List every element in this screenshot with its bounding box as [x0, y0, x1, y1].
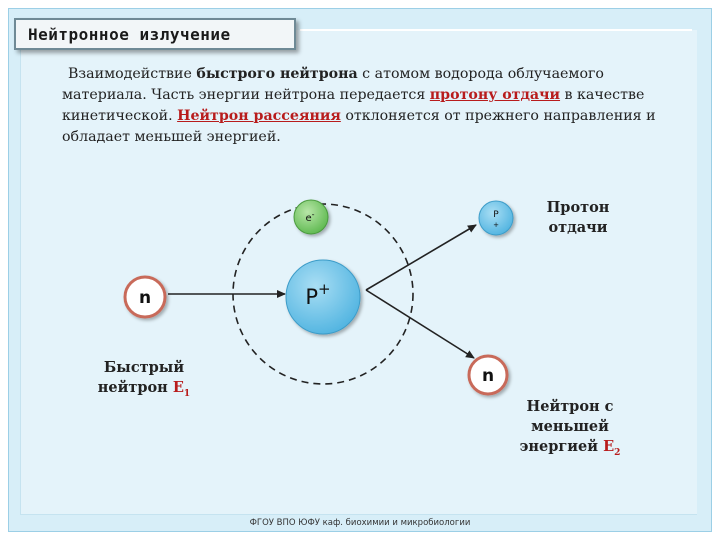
nucleus-label: P+	[305, 280, 330, 309]
description-paragraph: Взаимодействие быстрого нейтрона с атомо…	[62, 64, 682, 148]
recoil-proton-arrow	[365, 224, 477, 291]
paragraph-recoil-proton: протону отдачи	[429, 87, 561, 103]
recoil-proton-symbol: P	[493, 210, 499, 220]
scattered-neutron	[467, 354, 509, 396]
scattered-neutron-label: n	[482, 366, 494, 386]
slide-title-text: Нейтронное излучение	[28, 24, 231, 44]
electron-label: e-	[305, 210, 314, 224]
paragraph-text-1: Взаимодействие	[68, 66, 197, 82]
slide-title: Нейтронное излучение	[14, 18, 296, 50]
incoming-neutron	[123, 275, 167, 319]
recoil-proton-caption: Протон отдачи	[546, 199, 610, 236]
paragraph-text-4: отклоняется от прежнего направления и об…	[62, 108, 656, 145]
title-rule	[300, 29, 692, 31]
paragraph-scattered-neutron: Нейтрон рассеяния	[177, 108, 341, 124]
paragraph-fast-neutron: быстрого нейтрона	[196, 66, 358, 82]
electron	[293, 199, 329, 235]
incoming-neutron-label: n	[139, 288, 151, 308]
paragraph-text-3: в качестве кинетической.	[62, 87, 645, 124]
fast-neutron-caption: Быстрый нейтрон E1	[97, 359, 191, 399]
footer-text: ФГОУ ВПО ЮФУ каф. биохимии и микробиолог…	[249, 518, 471, 528]
scattered-neutron-arrow	[365, 289, 475, 359]
scattered-neutron-caption: Нейтрон с меньшей энергией E2	[519, 398, 621, 458]
recoil-proton-charge: +	[493, 221, 499, 229]
content-panel	[20, 30, 697, 515]
recoil-proton	[478, 200, 514, 236]
nucleus	[285, 259, 361, 335]
paragraph-text-2: с атомом водорода облучаемого материала.…	[62, 66, 604, 103]
